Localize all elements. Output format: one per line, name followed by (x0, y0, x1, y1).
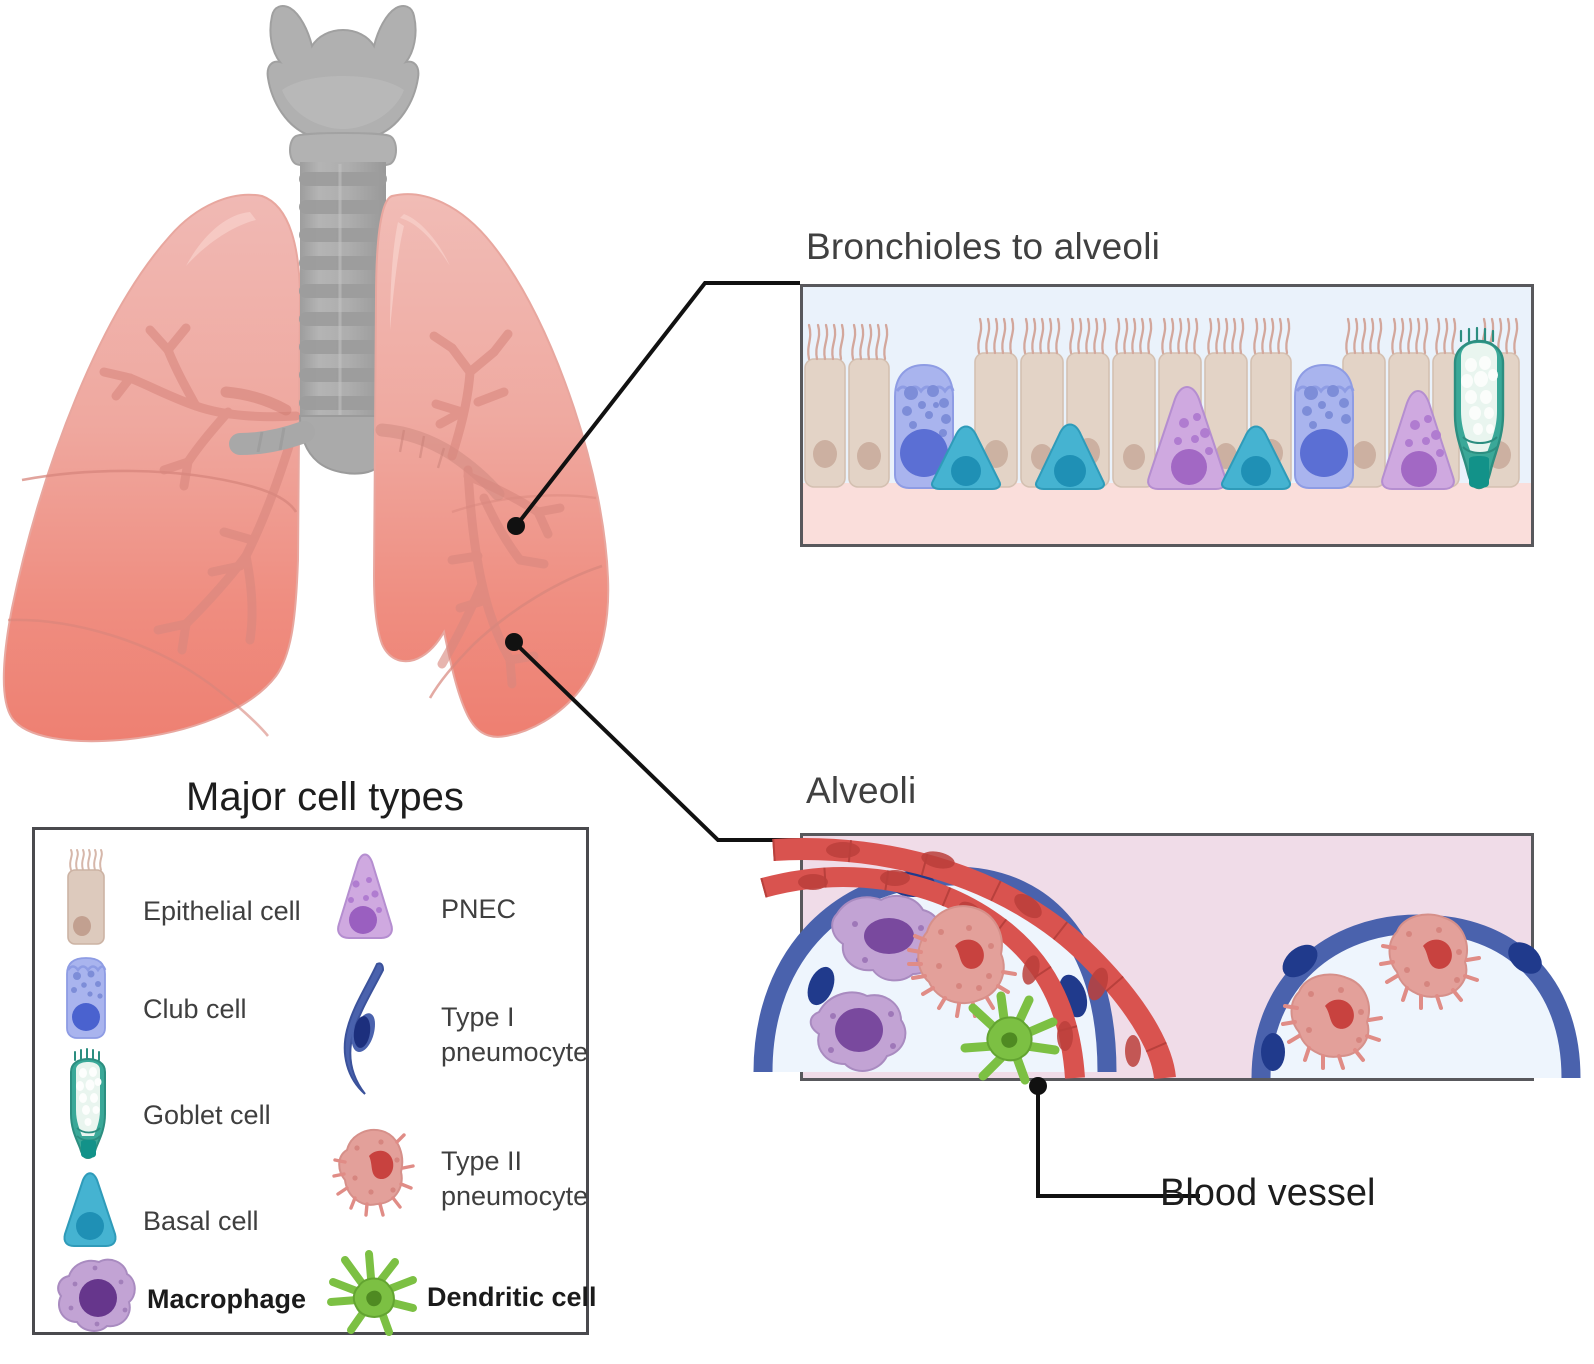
callout-bronchioles (480, 230, 820, 550)
alveoli-panel (753, 833, 1581, 1085)
legend-label-club-cell: Club cell (143, 994, 247, 1024)
goblet-cell-icon (70, 1048, 106, 1160)
tracheal-rings (299, 172, 387, 410)
club-cell (894, 363, 955, 489)
basement-membrane (803, 483, 1531, 544)
type-ii-pneumocyte (907, 905, 1017, 1018)
dendritic-cell-icon (327, 1250, 417, 1336)
goblet-cell (1453, 326, 1505, 490)
type-ii-pneumocyte-icon (332, 1129, 415, 1217)
dendritic-cell (960, 991, 1060, 1085)
legend-item-club-cell: Club cell (57, 954, 307, 1044)
bronchioles-panel (800, 284, 1534, 547)
legend-title: Major cell types (186, 775, 464, 819)
legend-item-macrophage: Macrophage (53, 1254, 313, 1336)
blood-vessel-anchor-dot (1029, 1077, 1047, 1095)
club-cell-icon (66, 957, 107, 1039)
macrophage-icon (57, 1258, 136, 1332)
right-bronchial-tree (429, 329, 565, 689)
legend-label-basal-cell: Basal cell (143, 1206, 259, 1236)
type-i-pneumocyte-icon (343, 962, 385, 1095)
bronchioles-panel-title: Bronchioles to alveoli (806, 226, 1161, 267)
legend-label-pnec: PNEC (441, 894, 517, 924)
alveoli-panel-title: Alveoli (806, 770, 917, 811)
macrophage (809, 991, 907, 1072)
blood-vessel-label: Blood vessel (1160, 1172, 1376, 1214)
type-i-nuclei (1261, 942, 1542, 1071)
basal-cell (930, 425, 1002, 490)
legend-label-goblet-cell: Goblet cell (143, 1100, 271, 1130)
pnec-cell (1381, 390, 1455, 490)
callout-alveoli (480, 600, 820, 860)
lung-anatomy-svg (2, 5, 610, 743)
callout-anchor-dot (507, 517, 525, 535)
basal-cell (1034, 423, 1106, 490)
legend-item-pnec: PNEC (331, 852, 571, 948)
lung-anatomy-illustration (0, 0, 700, 780)
pnec-icon (337, 853, 393, 939)
cilia (807, 317, 1519, 361)
type-ii-pneumocyte (1281, 973, 1383, 1070)
basal-cell (1220, 425, 1292, 490)
left-lung (2, 193, 302, 743)
legend-item-epithelial-cell: Epithelial cell (57, 848, 307, 948)
epithelial-cell-icon (67, 849, 105, 945)
legend-item-goblet-cell: Goblet cell (57, 1048, 307, 1166)
legend-label-type-ii-pneumocyte: Type II pneumocyte (441, 1146, 589, 1211)
legend-item-basal-cell: Basal cell (57, 1170, 307, 1260)
legend-item-dendritic-cell: Dendritic cell (325, 1250, 597, 1336)
right-lung (372, 193, 610, 738)
legend-label-dendritic-cell: Dendritic cell (427, 1282, 597, 1312)
legend-label-macrophage: Macrophage (147, 1284, 307, 1314)
club-cell (1294, 363, 1355, 489)
basal-cell-icon (63, 1172, 117, 1247)
blood-vessel-callout (1029, 1077, 1210, 1208)
type-ii-pneumocyte (1379, 913, 1481, 1010)
alveoli-svg (753, 836, 1581, 1085)
legend-label-type-i-pneumocyte: Type I pneumocyte (441, 1002, 589, 1067)
legend-item-type-ii-pneumocyte: Type II pneumocyte (331, 1118, 588, 1242)
legend-label-epithelial-cell: Epithelial cell (143, 896, 301, 926)
bronchiole-epithelium-svg (803, 287, 1531, 544)
legend-item-type-i-pneumocyte: Type I pneumocyte (331, 960, 588, 1100)
callout-anchor-dot (505, 633, 523, 651)
legend-box: Epithelial cell Club cell (32, 827, 597, 1336)
